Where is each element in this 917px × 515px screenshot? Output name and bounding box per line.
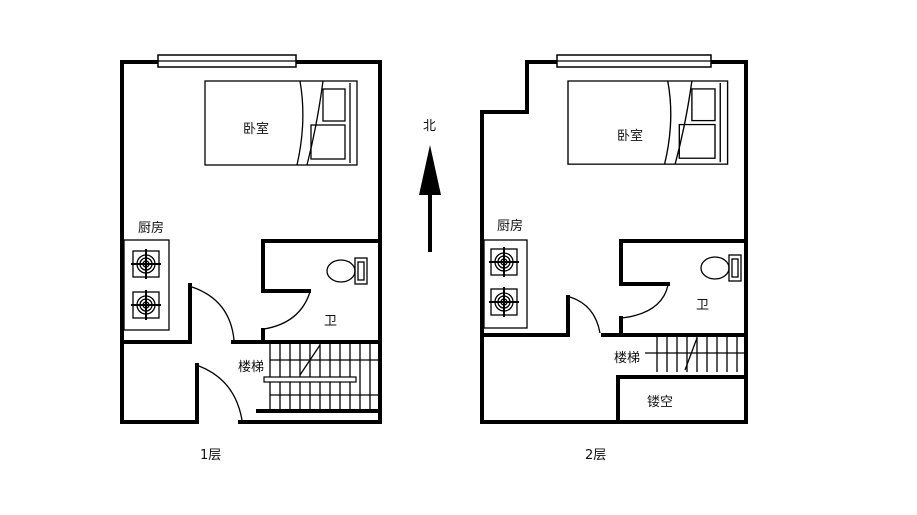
door-swing: [198, 365, 243, 421]
north-compass: 北: [419, 119, 441, 252]
stove-icon: [130, 289, 162, 321]
toilet-icon: [326, 257, 368, 285]
floor-2-caption: 2层: [585, 448, 606, 463]
window: [556, 54, 712, 68]
staircase: [645, 335, 746, 372]
bathroom-wall: [619, 239, 748, 337]
bedroom-label: 卧室: [243, 121, 269, 137]
kitchen-counter: [123, 239, 170, 331]
interior-wall: [480, 295, 748, 337]
kitchen-label: 厨房: [497, 218, 523, 234]
void-label: 镂空: [647, 395, 673, 410]
bathroom-label: 卫: [696, 298, 709, 313]
bed-icon: [567, 80, 729, 165]
bed-icon: [204, 80, 358, 166]
north-label: 北: [423, 119, 436, 134]
kitchen-label: 厨房: [138, 220, 164, 236]
outer-wall: [480, 60, 748, 424]
door-swing: [263, 291, 311, 330]
door-swing: [621, 284, 669, 319]
bathroom-wall: [261, 239, 382, 344]
window: [157, 54, 297, 68]
door-swing: [191, 286, 235, 341]
floor-1-plan: 卧室 厨房 卫 楼梯 1层: [120, 54, 382, 463]
bedroom-label: 卧室: [617, 128, 643, 144]
stove-icon: [130, 248, 162, 280]
door-swing: [569, 296, 601, 334]
stairs-label: 楼梯: [614, 351, 640, 366]
kitchen-counter: [483, 239, 528, 329]
staircase: [256, 342, 382, 413]
north-arrow-head-icon: [419, 145, 441, 195]
interior-wall: [120, 283, 382, 344]
stairs-label: 楼梯: [238, 360, 264, 375]
bathroom-label: 卫: [324, 314, 337, 329]
void-wall: [616, 375, 748, 424]
toilet-icon: [700, 254, 742, 282]
floor-2-plan: 卧室 厨房 卫 楼梯 镂空 2层: [480, 54, 748, 463]
stove-icon: [488, 246, 520, 278]
floor-1-caption: 1层: [200, 448, 221, 463]
stove-icon: [488, 286, 520, 318]
